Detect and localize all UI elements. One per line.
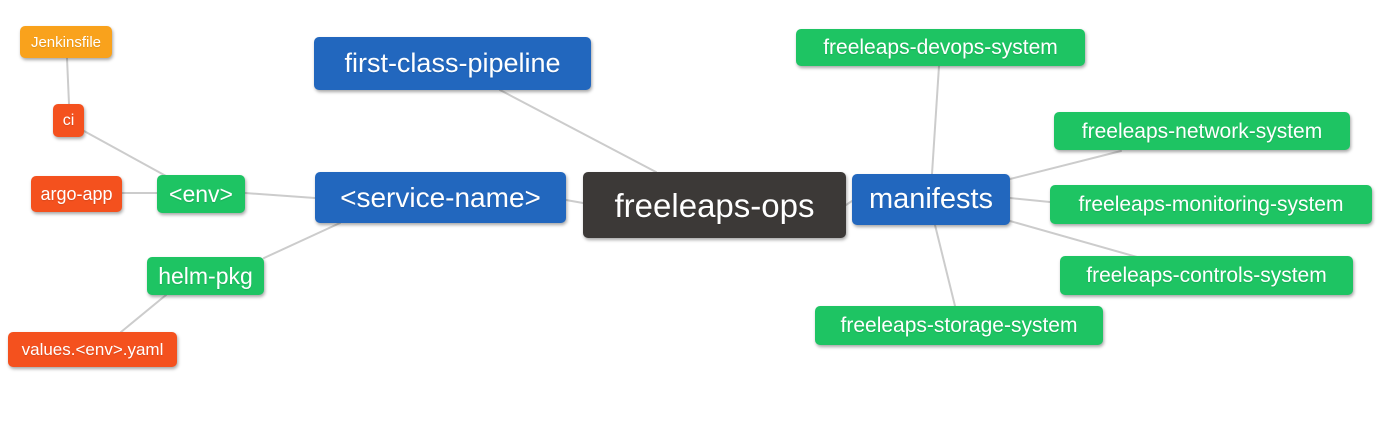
node-jenkinsfile[interactable]: Jenkinsfile [20, 26, 112, 58]
edge-manifests-freeleaps-storage-system [934, 224, 956, 307]
edge-env-service-name [244, 192, 316, 199]
edge-service-name-helm-pkg [263, 222, 341, 259]
edge-manifests-freeleaps-monitoring-system [1009, 197, 1051, 203]
node-service-name[interactable]: <service-name> [315, 172, 566, 223]
edge-helm-pkg-values-env-yaml [120, 294, 167, 333]
node-helm-pkg[interactable]: helm-pkg [147, 257, 264, 295]
node-freeleaps-network-system[interactable]: freeleaps-network-system [1054, 112, 1350, 150]
edge-first-class-pipeline-freeleaps-ops [499, 89, 657, 173]
edge-manifests-freeleaps-devops-system [931, 65, 940, 175]
node-freeleaps-storage-system[interactable]: freeleaps-storage-system [815, 306, 1103, 345]
node-freeleaps-monitoring-system[interactable]: freeleaps-monitoring-system [1050, 185, 1372, 224]
node-values-env-yaml[interactable]: values.<env>.yaml [8, 332, 177, 367]
edge-manifests-freeleaps-controls-system [1009, 220, 1138, 258]
node-first-class-pipeline[interactable]: first-class-pipeline [314, 37, 591, 90]
edge-manifests-freeleaps-network-system [1009, 150, 1122, 180]
node-ci[interactable]: ci [53, 104, 84, 137]
node-manifests[interactable]: manifests [852, 174, 1010, 225]
node-env[interactable]: <env> [157, 175, 245, 213]
node-freeleaps-devops-system[interactable]: freeleaps-devops-system [796, 29, 1085, 66]
node-freeleaps-ops[interactable]: freeleaps-ops [583, 172, 846, 238]
node-argo-app[interactable]: argo-app [31, 176, 122, 212]
edge-jenkinsfile-ci [66, 57, 70, 105]
edge-service-name-freeleaps-ops [565, 199, 584, 204]
edge-ci-env [83, 130, 167, 177]
node-freeleaps-controls-system[interactable]: freeleaps-controls-system [1060, 256, 1353, 295]
